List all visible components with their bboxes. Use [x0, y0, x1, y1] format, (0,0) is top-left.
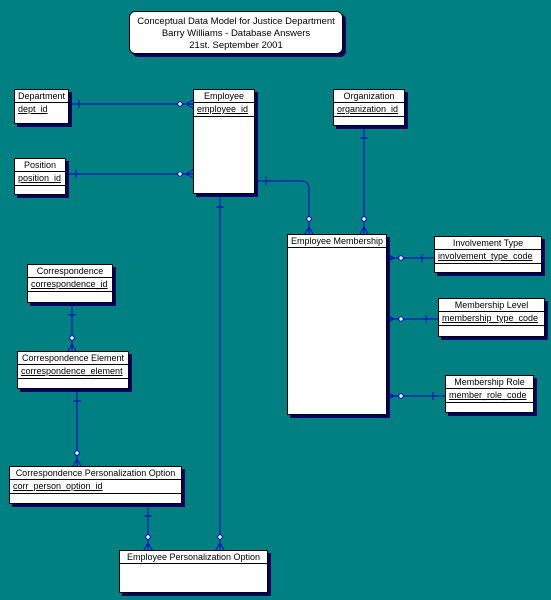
entity-name: Involvement Type	[435, 237, 541, 250]
crows-foot-mark	[72, 458, 78, 467]
crows-foot-mark	[386, 391, 395, 397]
optional-circle-mark	[306, 216, 312, 222]
diagram-title-box: Conceptual Data Model for Justice Depart…	[129, 11, 343, 54]
entity-name: Correspondence	[28, 265, 112, 278]
title-line-1: Conceptual Data Model for Justice Depart…	[137, 16, 335, 27]
entity-name: Membership Level	[439, 299, 544, 312]
entity-organization[interactable]: Organization organization_id	[333, 89, 405, 126]
entity-key: correspondence_element	[18, 365, 128, 379]
crows-foot-mark	[386, 314, 395, 320]
crows-foot-mark	[185, 103, 194, 109]
entity-name: Organization	[334, 90, 404, 103]
entity-key: correspondence_id	[28, 278, 112, 292]
optional-circle-mark	[177, 101, 183, 107]
crows-foot-mark	[143, 542, 149, 551]
crows-foot-mark	[71, 343, 77, 352]
crows-foot-mark	[386, 318, 395, 324]
entity-employee-membership[interactable]: Employee Membership	[287, 234, 387, 415]
crows-foot-mark	[185, 173, 194, 179]
crows-foot-mark	[76, 458, 82, 467]
entity-correspondence-element[interactable]: Correspondence Element correspondence_el…	[17, 351, 129, 389]
optional-circle-mark	[398, 316, 404, 322]
entity-key: employee_id	[194, 103, 254, 117]
crows-foot-mark	[363, 226, 369, 235]
crows-foot-mark	[185, 99, 194, 105]
entity-name: Employee Membership	[288, 235, 386, 248]
title-line-2: Barry Williams - Database Answers	[161, 28, 311, 39]
crows-foot-mark	[304, 226, 310, 235]
optional-circle-mark	[74, 450, 80, 456]
optional-circle-mark	[398, 393, 404, 399]
entity-name: Department	[15, 90, 68, 103]
entity-key: organization_id	[334, 103, 404, 117]
crows-foot-mark	[359, 226, 365, 235]
title-line-3: 21st. September 2001	[189, 40, 283, 51]
entity-correspondence-personalization-option[interactable]: Correspondence Personalization Option co…	[9, 466, 182, 504]
entity-name: Membership Role	[446, 376, 533, 389]
crows-foot-mark	[147, 542, 153, 551]
entity-key: involvement_type_code	[435, 250, 541, 264]
entity-key: membership_type_code	[439, 312, 544, 326]
entity-name: Position	[15, 159, 65, 172]
entity-name: Correspondence Personalization Option	[10, 467, 181, 480]
entity-membership-role[interactable]: Membership Role member_role_code	[445, 375, 534, 413]
relationship-line	[255, 180, 310, 234]
crows-foot-mark	[67, 343, 73, 352]
entity-key: member_role_code	[446, 389, 533, 403]
optional-circle-mark	[398, 255, 404, 261]
crows-foot-mark	[386, 257, 395, 263]
crows-foot-mark	[185, 169, 194, 175]
entity-membership-level[interactable]: Membership Level membership_type_code	[438, 298, 545, 337]
crows-foot-mark	[386, 395, 395, 401]
entity-department[interactable]: Department dept_id	[14, 89, 69, 124]
crows-foot-mark	[386, 253, 395, 259]
crows-foot-mark	[219, 542, 225, 551]
optional-circle-mark	[177, 171, 183, 177]
entity-name: Employee	[194, 90, 254, 103]
entity-key: position_id	[15, 172, 65, 186]
optional-circle-mark	[361, 216, 367, 222]
optional-circle-mark	[145, 534, 151, 540]
optional-circle-mark	[69, 335, 75, 341]
entity-key: corr_person_option_id	[10, 480, 181, 494]
entity-name: Employee Personalization Option	[120, 551, 267, 564]
entity-name: Correspondence Element	[18, 352, 128, 365]
crows-foot-mark	[308, 226, 314, 235]
crows-foot-mark	[215, 542, 221, 551]
entity-employee[interactable]: Employee employee_id	[193, 89, 255, 194]
entity-correspondence[interactable]: Correspondence correspondence_id	[27, 264, 113, 303]
entity-employee-personalization-option[interactable]: Employee Personalization Option	[119, 550, 268, 593]
entity-position[interactable]: Position position_id	[14, 158, 66, 195]
entity-involvement-type[interactable]: Involvement Type involvement_type_code	[434, 236, 542, 273]
entity-key: dept_id	[18, 104, 48, 114]
optional-circle-mark	[217, 534, 223, 540]
